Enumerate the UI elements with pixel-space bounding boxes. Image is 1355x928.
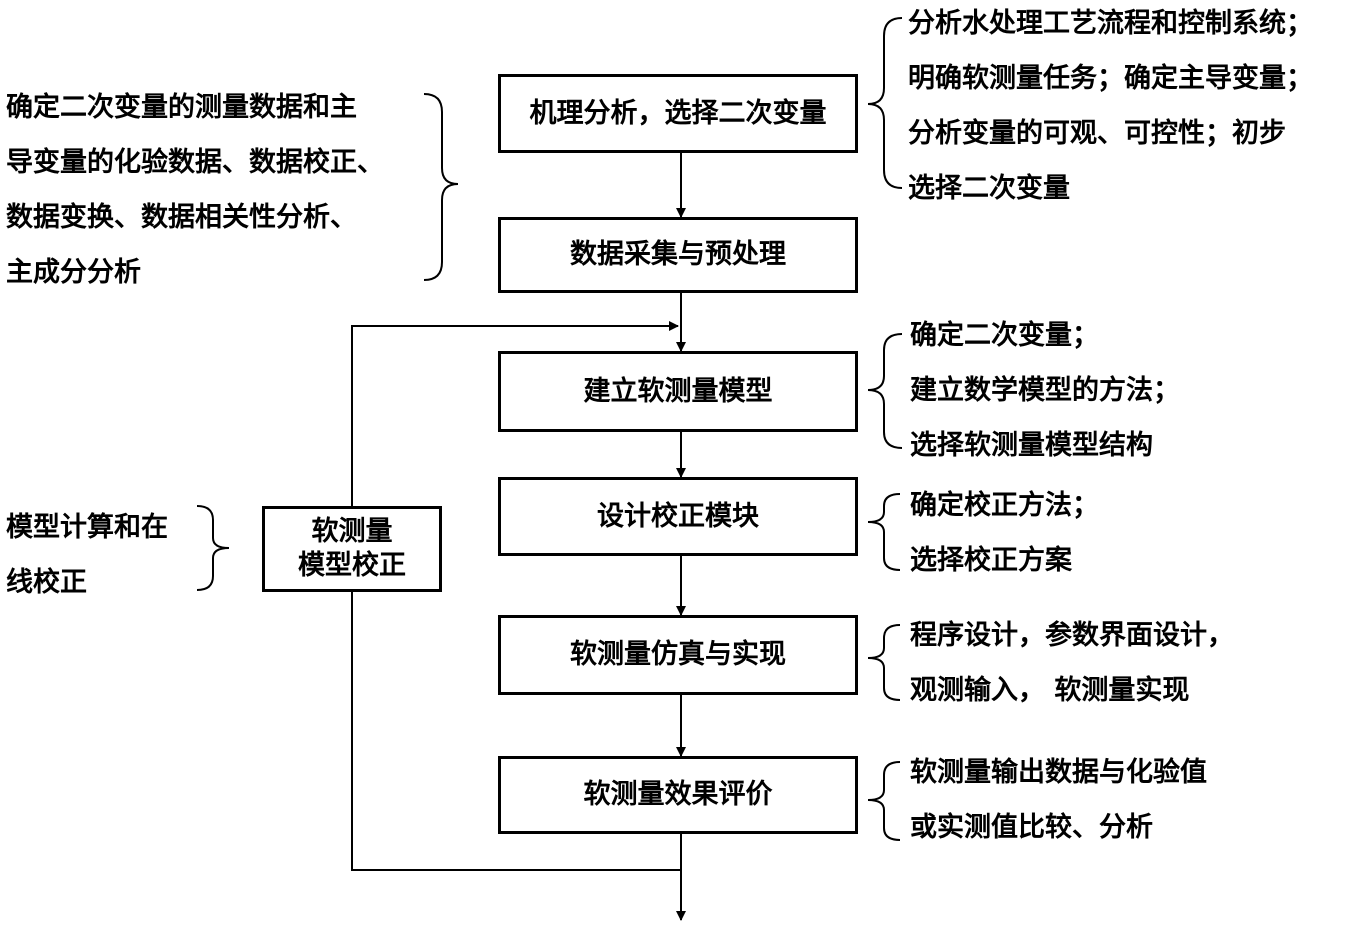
brace-left-2 [196,505,230,591]
note-line: 选择软测量模型结构 [910,430,1153,461]
note-line: 分析水处理工艺流程和控制系统； [908,8,1313,39]
step-mechanism-analysis: 机理分析，选择二次变量 [498,74,858,153]
model-correction-line1: 软测量 [311,516,393,548]
step-data-acquisition: 数据采集与预处理 [498,217,858,293]
note-line: 确定二次变量； [910,320,1099,351]
note-line: 分析变量的可观、可控性；初步 [908,118,1286,149]
brace-right-1 [867,17,903,189]
step-evaluation: 软测量效果评价 [498,756,858,834]
brace-right-3 [867,333,903,449]
note-line: 明确软测量任务；确定主导变量； [908,63,1313,94]
brace-right-4 [867,493,901,571]
note-line: 建立数学模型的方法； [910,375,1180,406]
note-simulation: 程序设计，参数界面设计， 观测输入， 软测量实现 [910,608,1234,718]
step-evaluation-label: 软测量效果评价 [583,779,773,811]
note-line: 选择二次变量 [908,173,1070,204]
step-design-correction: 设计校正模块 [498,477,858,556]
feedback-loop-top [351,321,679,506]
note-mechanism: 分析水处理工艺流程和控制系统； 明确软测量任务；确定主导变量； 分析变量的可观、… [908,0,1313,216]
model-correction-line2: 模型校正 [298,550,406,581]
note-line: 程序设计，参数界面设计， [910,620,1234,651]
note-line: 选择校正方案 [910,545,1072,576]
step-simulation: 软测量仿真与实现 [498,615,858,695]
step-mechanism-analysis-label: 机理分析，选择二次变量 [529,97,827,129]
note-line: 主成分分析 [6,257,141,288]
note-line: 导变量的化验数据、数据校正、 [6,147,384,178]
brace-left-1 [423,93,459,281]
step-build-model: 建立软测量模型 [498,351,858,432]
feedback-loop-bottom [351,592,681,871]
note-line: 数据变换、数据相关性分析、 [6,202,357,233]
step-data-acquisition-label: 数据采集与预处理 [570,239,786,271]
note-line: 确定校正方法； [910,490,1099,521]
note-build-model: 确定二次变量； 建立数学模型的方法； 选择软测量模型结构 [910,308,1180,473]
note-evaluation: 软测量输出数据与化验值 或实测值比较、分析 [910,745,1207,855]
note-line: 软测量输出数据与化验值 [910,757,1207,788]
note-line: 模型计算和在 [6,512,168,543]
note-line: 或实测值比较、分析 [910,812,1153,843]
note-line: 确定二次变量的测量数据和主 [6,92,357,123]
note-line: 观测输入， 软测量实现 [910,675,1190,706]
note-data-preprocessing: 确定二次变量的测量数据和主 导变量的化验数据、数据校正、 数据变换、数据相关性分… [6,80,384,300]
brace-right-5 [867,624,901,701]
step-design-correction-label: 设计校正模块 [597,500,759,532]
step-build-model-label: 建立软测量模型 [583,375,773,407]
note-online-correction: 模型计算和在 线校正 [6,500,168,610]
step-simulation-label: 软测量仿真与实现 [570,639,786,671]
note-design-correction: 确定校正方法； 选择校正方案 [910,478,1099,588]
step-model-correction: 软测量 模型校正 [262,506,442,592]
note-line: 线校正 [6,567,87,598]
brace-right-6 [867,761,901,841]
